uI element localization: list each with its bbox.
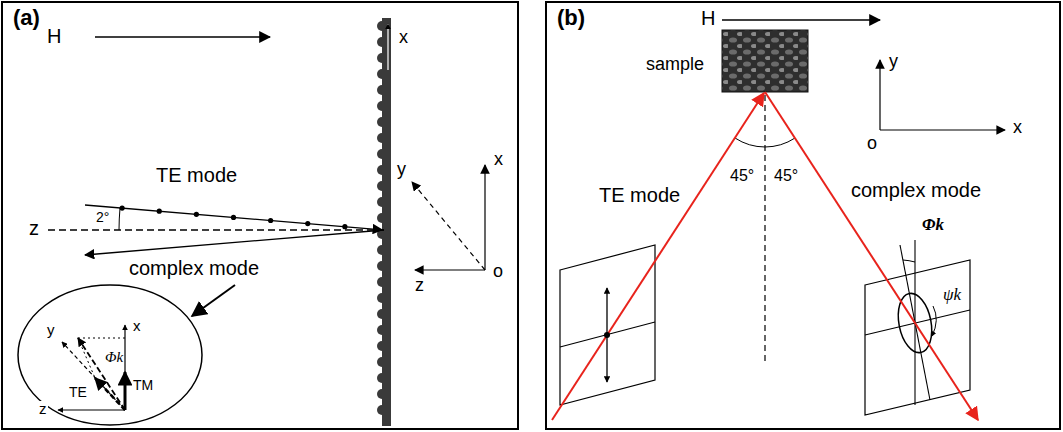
complex-beam — [765, 92, 978, 420]
field-arrow — [722, 19, 880, 21]
beam-dot — [157, 209, 162, 214]
grating-bump — [377, 53, 382, 63]
grating-bump — [377, 213, 382, 223]
tm-vector — [124, 372, 127, 410]
beam-label: TE mode — [155, 165, 238, 186]
grating-bump — [377, 277, 382, 287]
beam-label: TE mode — [598, 185, 681, 206]
angle-label: 45° — [773, 168, 799, 185]
angle-arc — [119, 208, 120, 230]
grating-bump — [377, 197, 382, 207]
axis-arrow — [387, 24, 388, 70]
normal-line — [48, 229, 384, 230]
axis-arrow — [415, 269, 485, 270]
axis-label: y — [888, 52, 899, 71]
beam-dot — [194, 212, 199, 217]
polarization-arrow — [606, 335, 607, 382]
grating-bump — [377, 293, 382, 303]
te-beam — [85, 205, 382, 230]
axis-label: z — [414, 276, 425, 295]
grating-bump — [377, 85, 382, 95]
field-arrow — [95, 36, 270, 38]
grating-sample — [377, 18, 391, 426]
projection-line — [78, 338, 95, 378]
angle-arc — [903, 260, 915, 262]
beam-label: complex mode — [128, 258, 260, 279]
complex-beam — [85, 230, 384, 255]
beam-label: complex mode — [850, 180, 982, 201]
grating-bump — [377, 245, 382, 255]
axis-arrow — [880, 129, 1005, 130]
normal-line — [764, 95, 765, 365]
grating-bump — [377, 133, 382, 143]
grating-bump — [377, 21, 382, 31]
grating-bump — [377, 341, 382, 351]
grating-bump — [377, 37, 382, 47]
grating-bump — [377, 117, 382, 127]
angle-label: ψk — [942, 286, 962, 304]
grating-bump — [377, 165, 382, 175]
origin-label: o — [866, 134, 878, 153]
axis-label: z — [28, 218, 40, 239]
grating-bump — [377, 373, 382, 383]
beam-dot — [305, 221, 310, 226]
ellipticity-arrow — [932, 306, 936, 336]
axis-label: y — [46, 322, 56, 338]
angle-label: Φk — [921, 216, 945, 234]
axis-label: y — [396, 160, 407, 179]
frame-line — [865, 310, 970, 335]
vector-label: TM — [132, 378, 154, 393]
grating-bump — [377, 261, 382, 271]
angle-label: 45° — [729, 168, 755, 185]
axis-label: x — [1012, 118, 1023, 137]
grating-body — [382, 18, 391, 426]
te-beam — [552, 93, 764, 420]
polarizer-frame — [560, 245, 655, 405]
axis-arrow — [58, 409, 125, 410]
sample-block — [722, 30, 808, 92]
inset-ellipse — [18, 285, 202, 425]
axis-label: x — [132, 318, 142, 334]
panel-frame — [546, 2, 1060, 429]
te-vector — [95, 378, 125, 410]
axis-arrow — [62, 342, 125, 410]
origin-label: o — [492, 262, 504, 281]
field-label: H — [46, 26, 62, 47]
axis-arrow — [879, 60, 880, 130]
axis-label: x — [493, 150, 504, 169]
beam-dot — [604, 332, 610, 338]
angle-label: Φk — [104, 350, 124, 366]
panel-frame — [2, 2, 518, 429]
grating-bump — [377, 69, 382, 79]
beam-dot — [342, 224, 347, 229]
grating-bump — [377, 181, 382, 191]
axis-arrow — [484, 165, 485, 270]
angle-label: 2° — [95, 210, 110, 225]
panel-label: (b) — [556, 6, 586, 29]
axis-label: z — [38, 401, 48, 417]
grating-bump — [377, 149, 382, 159]
grating-bump — [377, 357, 382, 367]
beam-dot — [268, 218, 273, 223]
polarization-arrow — [606, 288, 607, 335]
angle-arc — [735, 138, 765, 147]
grating-bump — [377, 101, 382, 111]
grating-bump — [377, 389, 382, 399]
beam-dot — [231, 215, 236, 220]
pointer-arrow — [192, 285, 235, 316]
grating-bump — [377, 309, 382, 319]
projection-line — [78, 338, 125, 339]
sample-label: sample — [645, 55, 705, 74]
panel-label: (a) — [12, 6, 41, 29]
grating-bump — [377, 325, 382, 335]
field-label: H — [700, 8, 716, 29]
te-beam-dots — [120, 206, 348, 230]
grating-bump — [377, 405, 382, 415]
axis-label: x — [398, 28, 409, 47]
angle-arc — [765, 138, 795, 147]
vector-label: TE — [68, 385, 88, 400]
axis-arrow — [412, 182, 485, 270]
